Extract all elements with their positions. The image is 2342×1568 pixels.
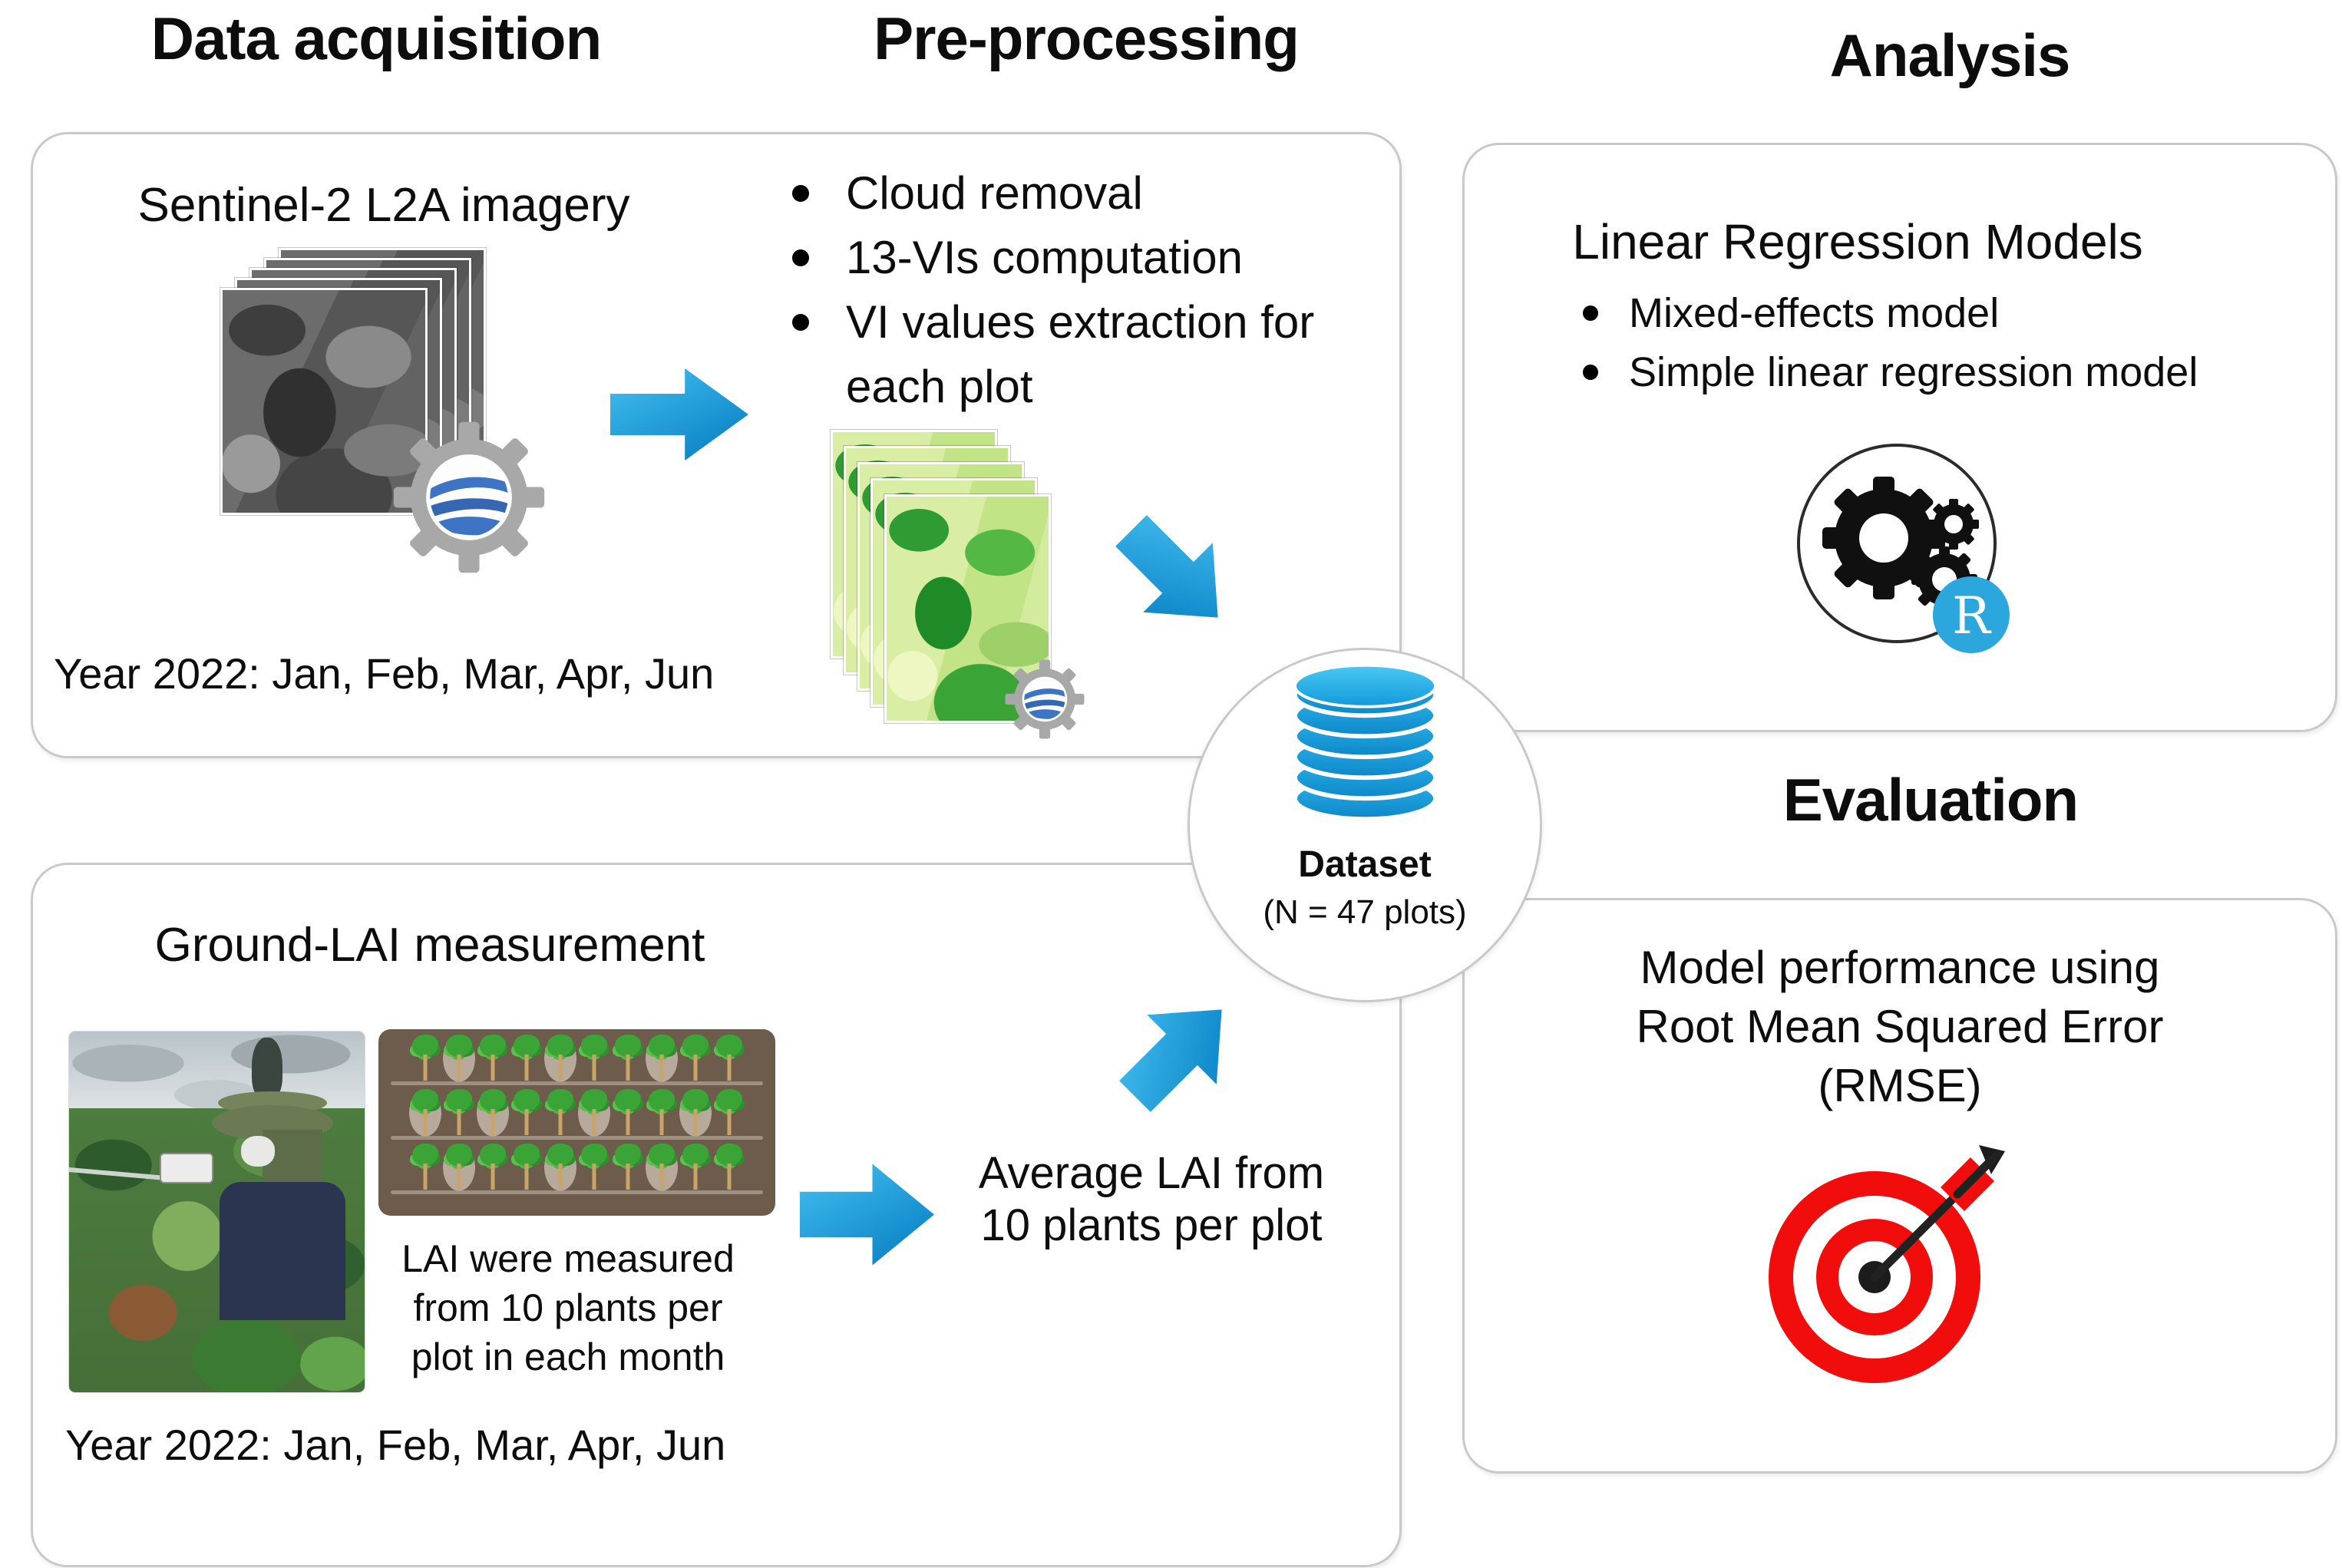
plot-row-line [391,1190,763,1194]
dataset-title: Dataset [1298,844,1432,885]
lai-measure-note: LAI were measured from 10 plants per plo… [376,1234,760,1381]
evaluation-line: Root Mean Squared Error [1636,1001,2164,1052]
plant-icon [679,1143,712,1192]
plot-row [378,1088,775,1139]
plant-icon [476,1088,509,1137]
preprocessing-bullet-list: Cloud removal 13-VIs computation VI valu… [775,161,1343,419]
photo-tree [252,1038,282,1114]
panel-analysis [1462,143,2337,732]
plot-row [378,1034,775,1084]
plant-icon [713,1034,745,1083]
photo-lai-device [160,1153,213,1183]
heading-data-acquisition: Data acquisition [150,5,602,72]
evaluation-text: Model performance using Root Mean Square… [1543,938,2257,1115]
plant-icon [510,1088,543,1137]
plot-diagram [378,1029,775,1216]
gears-circle-r-icon: R [1797,444,2010,653]
plant-icon [646,1088,678,1137]
bullet-simple-linear: Simple linear regression model [1543,343,2318,402]
photo-person-body [220,1182,345,1320]
plant-icon [645,1034,678,1083]
heading-analysis: Analysis [1829,21,2071,89]
r-badge [1933,576,2010,653]
plant-icon [578,1034,610,1083]
note-line: from 10 plants per [413,1286,723,1329]
plant-icon [645,1143,678,1192]
average-lai-line: Average LAI from [978,1148,1325,1198]
evaluation-line: Model performance using [1640,942,2160,993]
plant-icon [679,1034,712,1083]
bullet-vi-computation: 13-VIs computation [775,226,1343,290]
arrow-right-icon [610,368,748,460]
plant-icon [713,1143,745,1192]
note-line: LAI were measured [401,1237,735,1280]
analysis-bullet-list: Mixed-effects model Simple linear regres… [1543,284,2318,402]
vegetation-index-image-stack-icon [831,430,1051,723]
evaluation-line: (RMSE) [1818,1060,1982,1111]
ground-lai-title: Ground-LAI measurement [154,919,705,972]
plant-icon [409,1034,441,1083]
google-earth-gear-icon [388,417,550,578]
plant-icon [408,1088,441,1137]
plant-icon [442,1143,475,1192]
photo-sky [69,1032,365,1122]
plant-icon [510,1034,543,1083]
plot-row [378,1143,775,1193]
plant-icon [612,1034,644,1083]
plant-icon [442,1034,475,1083]
database-stack-icon [1292,663,1438,822]
acquisition-period-label: Year 2022: Jan, Feb, Mar, Apr, Jun [54,649,715,698]
plant-icon [713,1088,745,1137]
plant-icon [612,1143,644,1192]
plant-icon [409,1143,441,1192]
plant-icon [477,1143,509,1192]
note-line: plot in each month [411,1335,725,1378]
photo-person-mask [241,1136,275,1167]
plant-icon [510,1143,543,1192]
sentinel-imagery-title: Sentinel-2 L2A imagery [137,179,630,232]
bullet-cloud-removal: Cloud removal [775,161,1343,226]
plant-icon [543,1034,576,1083]
r-badge-label: R [1952,586,1992,645]
plant-icon [612,1088,644,1137]
average-lai-line: 10 plants per plot [980,1200,1323,1250]
plant-icon [577,1088,610,1137]
google-earth-gear-small-icon [1003,657,1087,741]
analysis-title: Linear Regression Models [1572,214,2143,269]
plant-icon [578,1143,610,1192]
bullet-mixed-effects: Mixed-effects model [1543,284,2318,343]
plant-icon [477,1034,509,1083]
plant-icon [544,1088,576,1137]
bullseye-dart-icon [1769,1145,2005,1383]
dataset-node: Dataset (N = 47 plots) [1188,648,1542,1002]
plant-icon [543,1143,576,1192]
plot-row-line [391,1081,763,1085]
dataset-count: (N = 47 plots) [1263,893,1467,931]
plot-row-line [391,1136,763,1140]
ground-period-label: Year 2022: Jan, Feb, Mar, Apr, Jun [65,1421,726,1469]
heading-pre-processing: Pre-processing [874,5,1300,72]
arrow-right-icon [800,1164,934,1266]
heading-evaluation: Evaluation [1782,766,2079,834]
field-measurement-photo [69,1032,365,1392]
plant-icon [679,1088,712,1137]
bullet-vi-extraction: VI values extraction for each plot [775,290,1343,419]
plant-icon [443,1088,475,1137]
average-lai-label: Average LAI from 10 plants per plot [944,1147,1359,1252]
